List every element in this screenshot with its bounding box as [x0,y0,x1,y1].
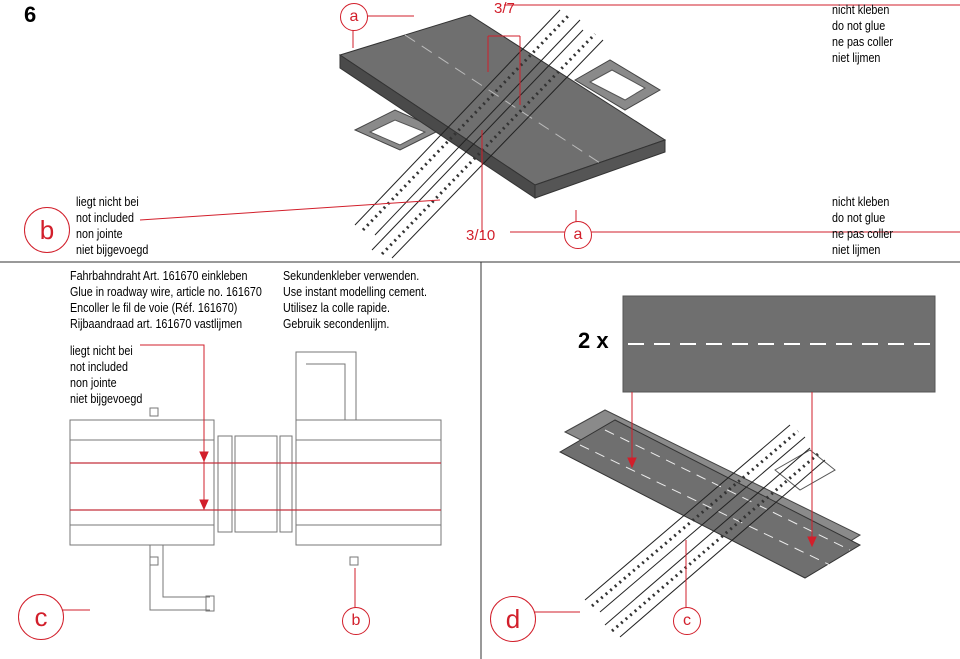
dimension-3-7: 3/7 [494,0,515,17]
dimension-3-10: 3/10 [466,227,496,244]
label-a-top: a [340,3,368,31]
step-number: 6 [24,2,37,27]
top-crossing-illustration [139,4,960,259]
instant-glue-note: Sekundenkleber verwenden.Use instant mod… [283,269,428,331]
label-a-bottom: a [564,221,592,249]
label-b-top: b [24,207,70,253]
label-c-left: c [18,594,64,640]
bottom-left-plan-drawing [55,344,442,612]
quantity-label: 2 x [578,328,609,353]
label-d: d [490,596,536,642]
label-c-right: c [673,607,701,635]
label-b-bottom: b [342,607,370,635]
